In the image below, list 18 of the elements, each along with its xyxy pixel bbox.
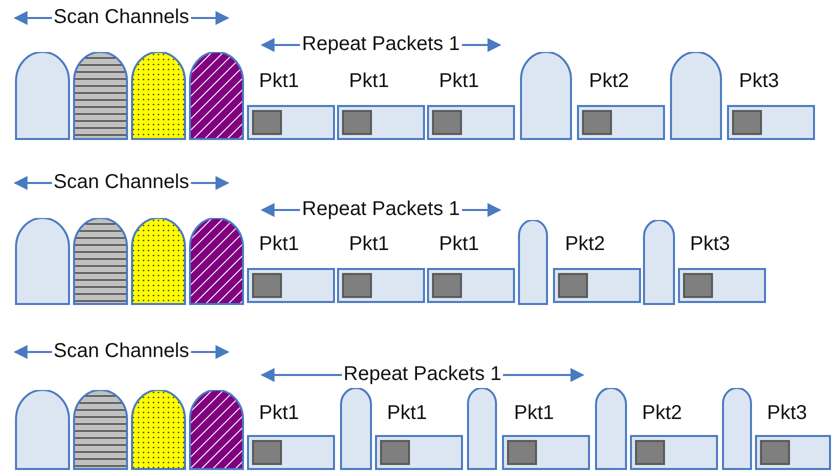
packet-label: Pkt1	[514, 402, 554, 425]
packet-label: Pkt1	[259, 233, 300, 256]
packet-label: Pkt3	[739, 70, 780, 93]
packet-label: Pkt3	[767, 402, 808, 425]
packet-label: Pkt1	[259, 402, 300, 425]
packet-label: Pkt1	[439, 233, 480, 256]
packet-label: Pkt3	[690, 233, 730, 256]
packet-label: Pkt1	[439, 70, 480, 93]
dimension-label: Repeat Packets 1	[300, 198, 462, 221]
packet-label: Pkt2	[589, 70, 630, 93]
packet-label: Pkt2	[565, 233, 606, 256]
dimension-label: Repeat Packets 1	[342, 363, 504, 386]
packet-label: Pkt1	[349, 233, 390, 256]
packet-label: Pkt2	[642, 402, 682, 425]
dimension-label: Repeat Packets 1	[300, 33, 462, 56]
packet-label: Pkt1	[387, 402, 428, 425]
packet-label: Pkt1	[259, 70, 300, 93]
packet-label: Pkt1	[349, 70, 390, 93]
